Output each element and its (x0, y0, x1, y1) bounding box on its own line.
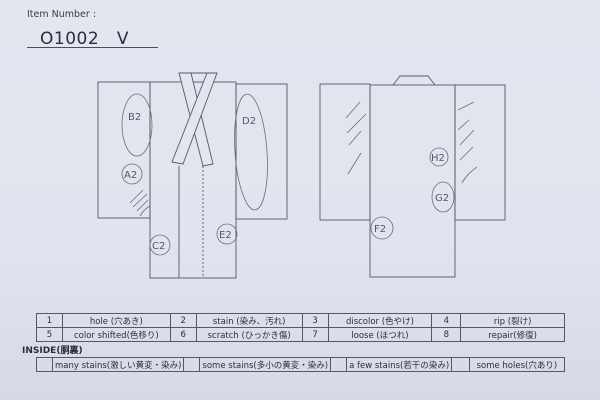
legend-row: 5 color shifted(色移り) 6 scratch (ひっかき傷) 7… (36, 327, 565, 342)
mark-E2-label: E2 (219, 230, 232, 241)
legend-label: rip (裂け) (460, 313, 565, 328)
inside-label-many-stains: many stains(激しい黄変・染み) (52, 357, 185, 372)
kimono-front-view (319, 75, 506, 278)
mark-C2-label: C2 (152, 241, 165, 252)
kimono-body (369, 84, 456, 278)
inside-label-few-stains: a few stains(若干の染み) (346, 357, 453, 372)
inside-checkbox-some-stains[interactable] (183, 357, 201, 372)
kimono-diagrams: B2 A2 D2 C2 E2 H2 G2 F2 (97, 72, 506, 279)
legend-label: color shifted(色移り) (61, 327, 171, 342)
mark-A2-label: A2 (124, 170, 137, 181)
right-sleeve (235, 83, 288, 220)
legend-number: 1 (36, 313, 63, 328)
legend-number: 3 (301, 313, 329, 328)
damage-legend-table: 1 hole (穴あき) 2 stain (染み、汚れ) 3 discolor … (36, 313, 565, 342)
inside-row: many stains(激しい黄変・染み) some stains(多小の黄変・… (35, 357, 566, 372)
legend-label: hole (穴あき) (61, 313, 171, 328)
mark-C2-circle (149, 234, 171, 256)
mark-E2-circle (216, 223, 238, 245)
item-number-label: Item Number : (27, 9, 97, 20)
mark-G2-label: G2 (435, 193, 449, 204)
legend-number: 5 (36, 327, 63, 342)
mark-B2-oval (121, 93, 153, 157)
item-number-value: O1002 V (40, 29, 129, 49)
damage-marks-front: H2 G2 F2 (345, 101, 478, 240)
left-sleeve (97, 81, 151, 219)
collar-tag (392, 75, 436, 86)
damage-marks-back: B2 A2 D2 C2 E2 (121, 93, 268, 256)
mark-G2-oval (431, 181, 455, 213)
inside-section-title: INSIDE(胴裏) (22, 346, 83, 356)
mark-H2-label: H2 (431, 153, 445, 164)
inside-label-some-holes: some holes(穴あり) (468, 357, 566, 372)
right-sleeve (454, 84, 506, 221)
inside-checkbox-few-stains[interactable] (330, 357, 348, 372)
mark-F2-label: F2 (374, 224, 386, 235)
legend-label: loose (ほつれ) (327, 327, 433, 342)
mark-D2-label: D2 (242, 116, 256, 127)
mark-H2-circle (429, 147, 449, 167)
legend-label: discolor (色やけ) (327, 313, 433, 328)
item-number-underline (27, 47, 158, 48)
legend-number: 6 (169, 327, 197, 342)
inside-condition-table: many stains(激しい黄変・染み) some stains(多小の黄変・… (35, 357, 566, 372)
inside-label-some-stains: some stains(多小の黄変・染み) (199, 357, 332, 372)
mark-D2-oval (234, 93, 268, 211)
legend-label: repair(修復) (460, 327, 565, 342)
legend-label: stain (染み、汚れ) (195, 313, 303, 328)
inside-checkbox-some-holes[interactable] (451, 357, 470, 372)
mark-B2-label: B2 (128, 112, 141, 123)
mark-F2-circle (370, 216, 394, 240)
mark-A2-circle (121, 163, 143, 185)
legend-number: 2 (169, 313, 197, 328)
legend-number: 8 (431, 327, 462, 342)
kimono-back-view (97, 72, 288, 279)
legend-number: 7 (301, 327, 329, 342)
left-sleeve (319, 83, 371, 221)
inside-checkbox-many-stains[interactable] (35, 357, 54, 372)
legend-row: 1 hole (穴あき) 2 stain (染み、汚れ) 3 discolor … (36, 313, 565, 328)
legend-number: 4 (431, 313, 462, 328)
collar-left-band (171, 72, 218, 165)
legend-label: scratch (ひっかき傷) (195, 327, 303, 342)
